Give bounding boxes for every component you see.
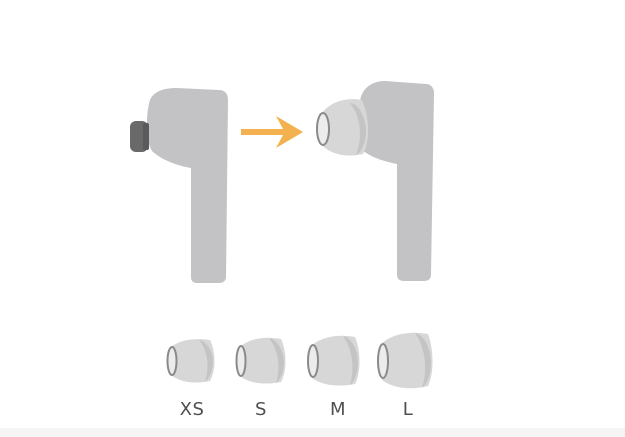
- earbud-without-eartip: [130, 88, 228, 283]
- earbud-body: [147, 88, 228, 283]
- size-label-m: M: [308, 399, 368, 421]
- size-label-s: S: [231, 399, 291, 421]
- eartip-m: [308, 336, 360, 386]
- size-label-l: L: [378, 399, 438, 421]
- earbud-body: [360, 81, 434, 281]
- bottom-band: [0, 428, 625, 437]
- eartip-nozzle: [317, 113, 329, 145]
- eartip-l: [378, 333, 433, 389]
- earbud-with-eartip: [317, 81, 434, 281]
- size-label-xs: XS: [162, 399, 222, 421]
- right-arrow-icon: [241, 116, 303, 148]
- eartip-s: [237, 338, 286, 384]
- eartip-xs: [168, 339, 215, 382]
